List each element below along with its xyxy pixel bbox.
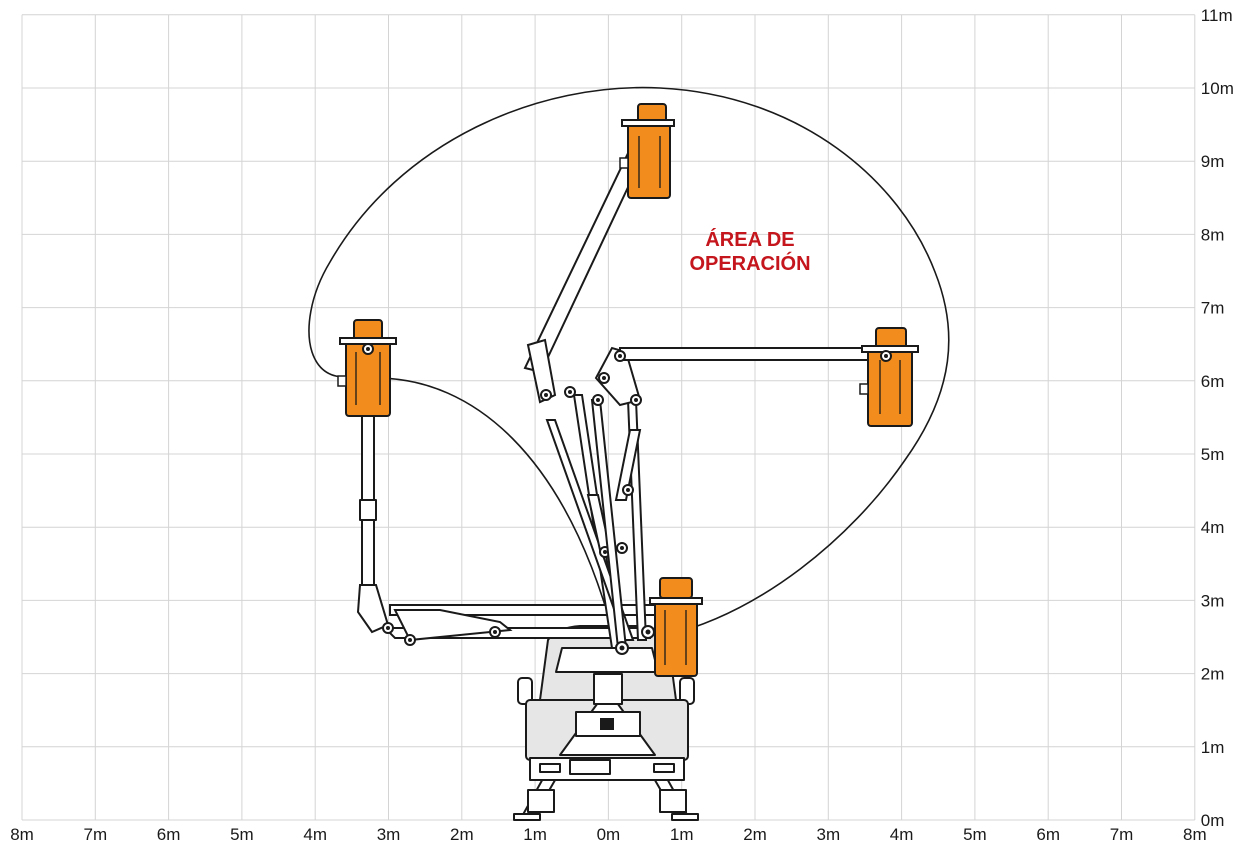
y-tick-label: 5m xyxy=(1201,445,1225,464)
y-tick-label: 11m xyxy=(1201,6,1233,25)
outrigger-pad-left xyxy=(513,813,541,821)
wheel-left xyxy=(527,789,555,813)
y-tick-label: 4m xyxy=(1201,518,1225,537)
x-tick-label: 6m xyxy=(1036,825,1060,844)
x-tick-label: 6m xyxy=(157,825,181,844)
y-tick-label: 3m xyxy=(1201,591,1225,610)
turret xyxy=(593,673,623,705)
basket-right xyxy=(859,327,919,427)
area-label-line-2: OPERACIÓN xyxy=(689,251,810,275)
x-tick-label: 8m xyxy=(1183,825,1207,844)
x-axis-labels: 8m 7m 6m 5m 4m 3m 2m 1m 0m 1m 2m 3m 4m 5m 6m 7m 8m xyxy=(10,825,1206,844)
light-right xyxy=(653,763,675,773)
x-tick-label: 8m xyxy=(10,825,34,844)
y-tick-label: 6m xyxy=(1201,372,1225,391)
x-tick-label: 4m xyxy=(303,825,327,844)
y-tick-label: 8m xyxy=(1201,225,1225,244)
basket-left xyxy=(337,319,397,417)
basket-top xyxy=(619,103,675,199)
x-tick-label: 5m xyxy=(230,825,254,844)
x-tick-label: 3m xyxy=(377,825,401,844)
y-tick-label: 1m xyxy=(1201,738,1225,757)
x-tick-label: 4m xyxy=(890,825,914,844)
area-label-line-1: ÁREA DE xyxy=(705,228,794,251)
x-tick-label: 2m xyxy=(450,825,474,844)
turret-bolt xyxy=(600,718,614,730)
truck xyxy=(513,625,699,821)
x-tick-label: 7m xyxy=(83,825,107,844)
x-tick-label: 1m xyxy=(670,825,694,844)
x-tick-label: 7m xyxy=(1110,825,1134,844)
x-tick-label: 5m xyxy=(963,825,987,844)
y-tick-label: 2m xyxy=(1201,665,1225,684)
x-tick-label: 0m xyxy=(597,825,621,844)
x-tick-label: 3m xyxy=(816,825,840,844)
basket-stowed xyxy=(649,577,703,677)
y-tick-label: 10m xyxy=(1201,79,1234,98)
outrigger-pad-right xyxy=(671,813,699,821)
wheel-right xyxy=(659,789,687,813)
y-tick-label: 0m xyxy=(1201,811,1225,830)
light-left xyxy=(539,763,561,773)
inner-envelope-arc xyxy=(379,377,616,641)
y-tick-label: 9m xyxy=(1201,152,1225,171)
operating-area-envelope xyxy=(308,86,950,636)
x-tick-label: 2m xyxy=(743,825,767,844)
y-tick-label: 7m xyxy=(1201,299,1225,318)
x-tick-label: 1m xyxy=(523,825,547,844)
windshield xyxy=(555,647,659,673)
number-plate xyxy=(569,759,611,775)
boom-config-right xyxy=(590,346,891,649)
y-axis-labels: 0m 1m 2m 3m 4m 5m 6m 7m 8m 9m 10m 11m xyxy=(1201,6,1234,830)
